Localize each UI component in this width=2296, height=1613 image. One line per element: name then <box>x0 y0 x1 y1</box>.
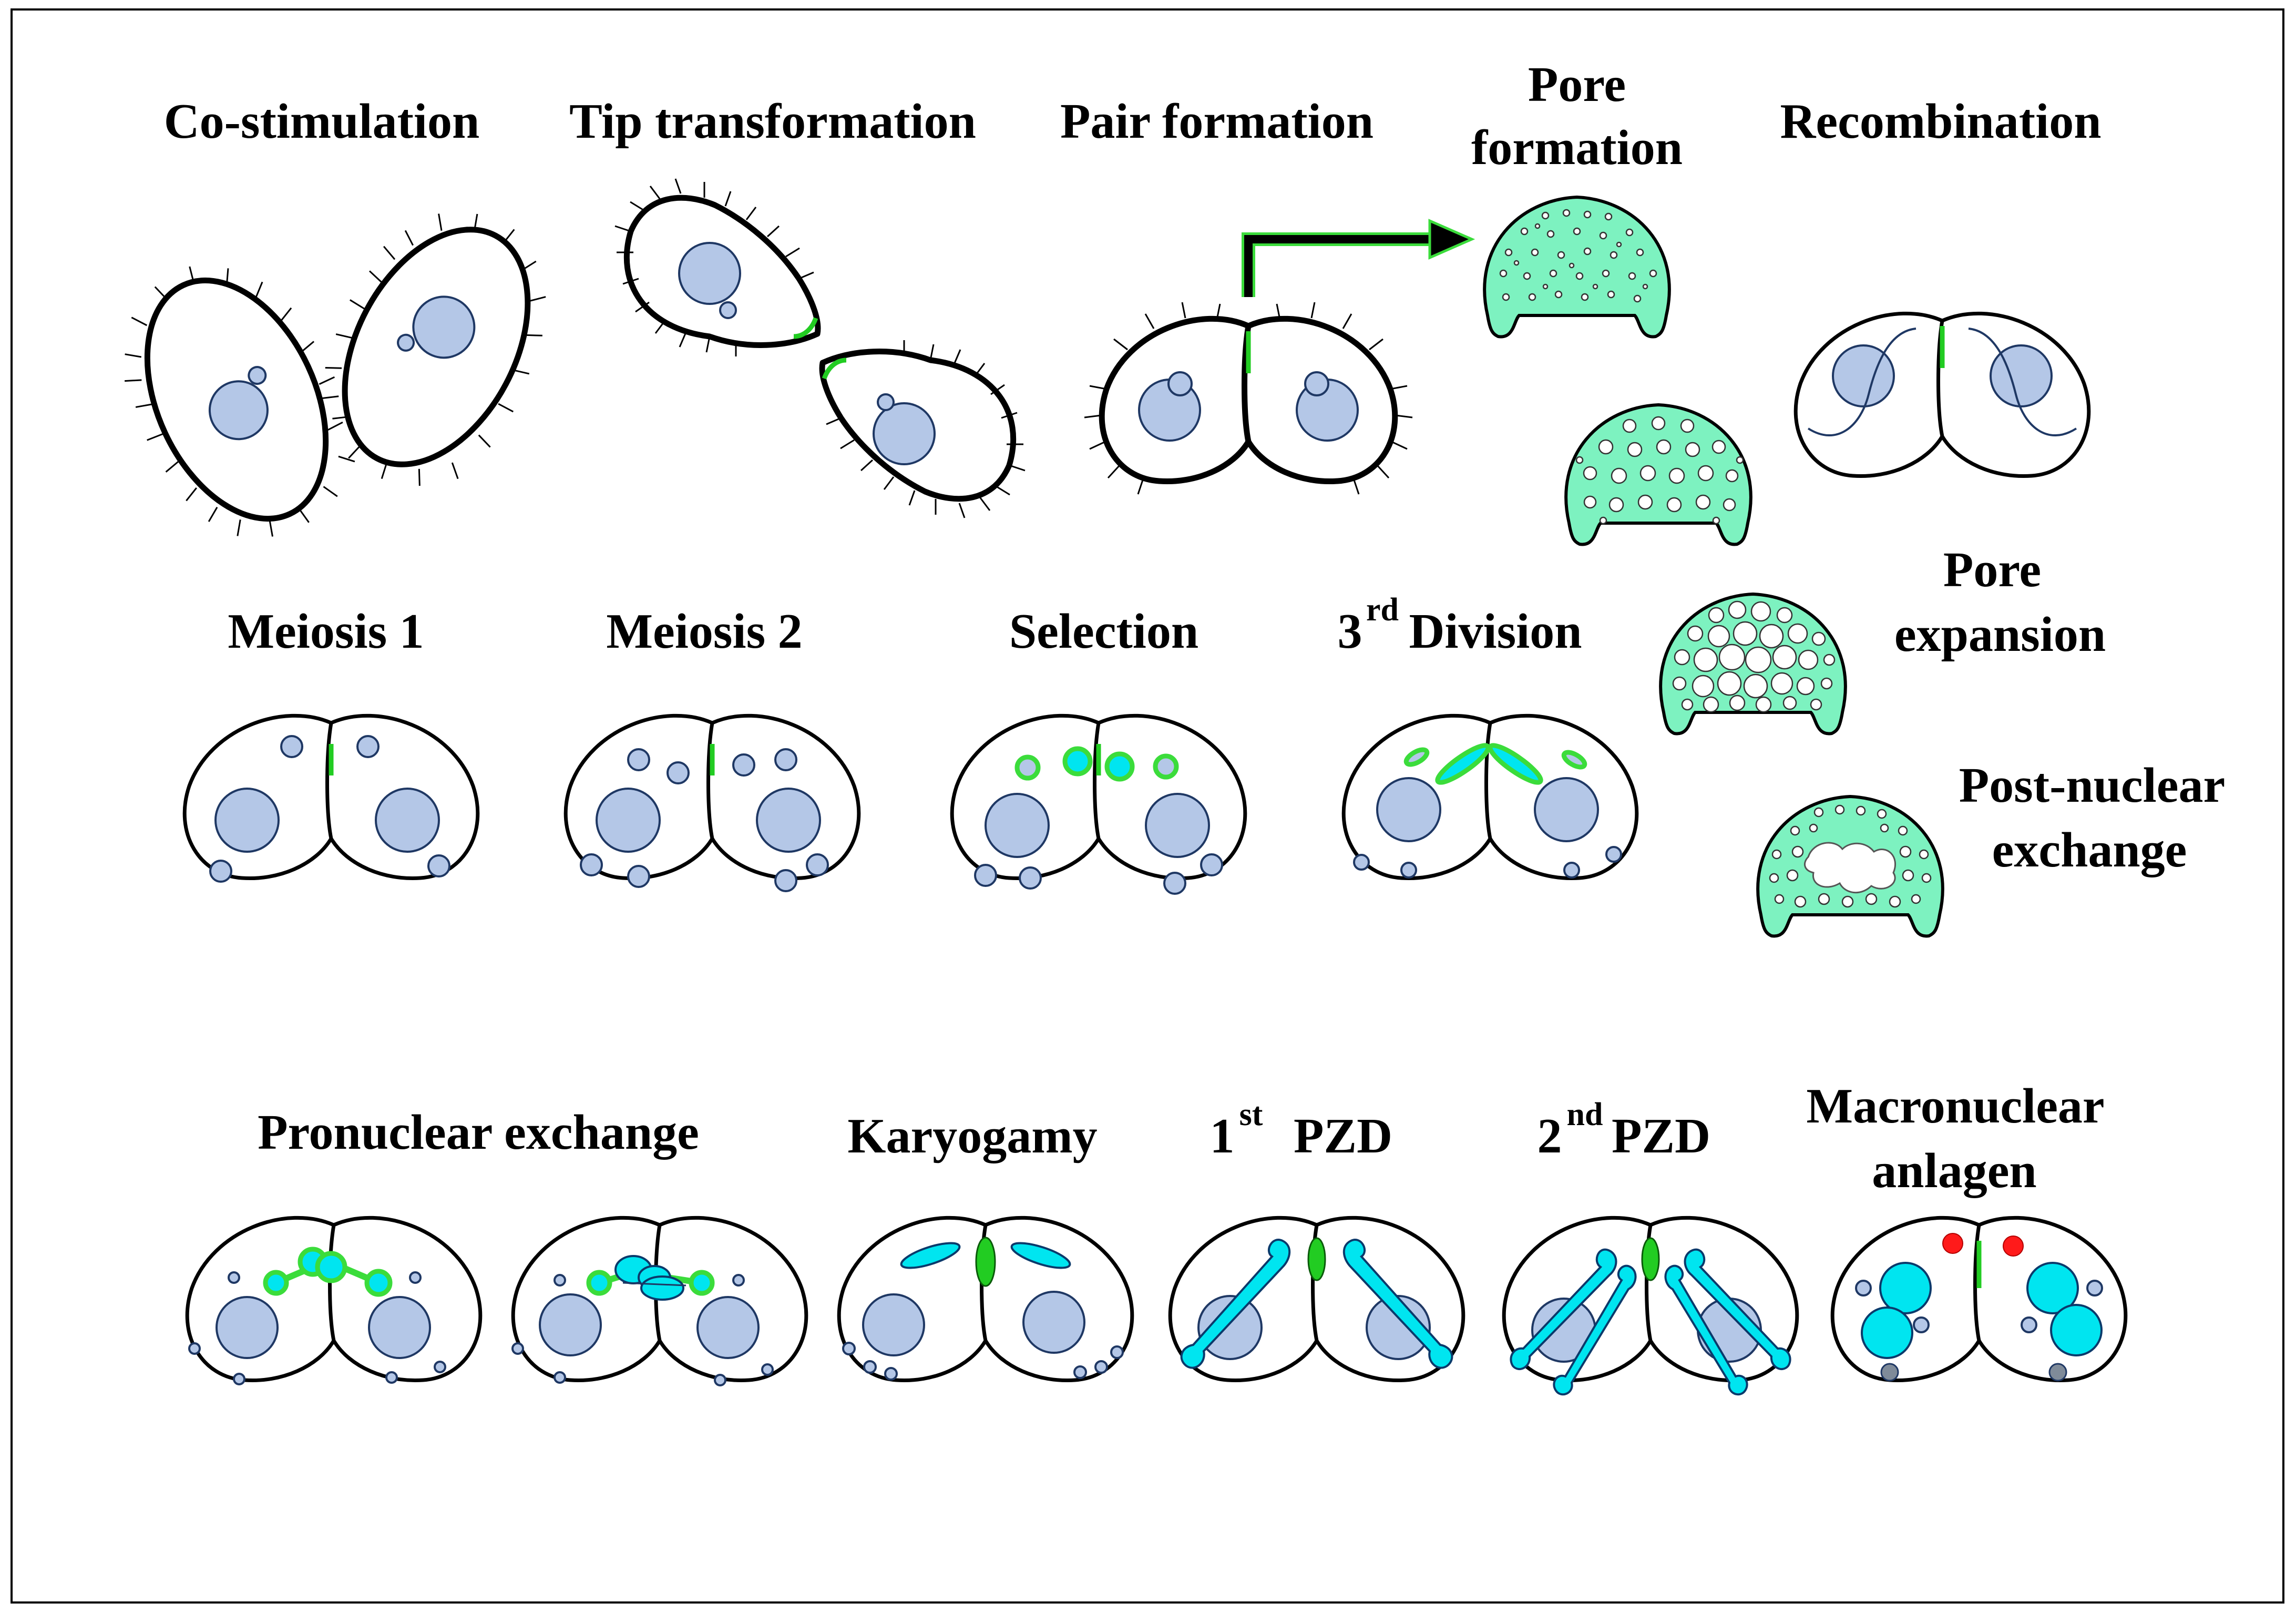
anlagen-marker-right <box>2003 1236 2024 1257</box>
label-selection: Selection <box>1009 604 1198 659</box>
label-co-stimulation: Co-stimulation <box>164 94 480 149</box>
label-third-division-sup: rd <box>1366 592 1399 628</box>
label-second-pzd-num: 2 <box>1538 1109 1562 1163</box>
label-recombination: Recombination <box>1780 94 2102 149</box>
first-pzd-cells <box>1170 1218 1463 1380</box>
label-post-nuclear-line2: exchange <box>1992 823 2187 877</box>
label-first-pzd-text: PZD <box>1294 1109 1392 1163</box>
recombination-cells <box>1796 313 2089 476</box>
pore-expansion-patch <box>1660 594 1846 733</box>
meiosis2-cells <box>566 716 859 892</box>
selection-cells <box>952 716 1245 895</box>
label-karyogamy: Karyogamy <box>847 1109 1097 1163</box>
pore-arrow <box>1242 219 1475 297</box>
third-division-cells <box>1344 716 1637 878</box>
macronuclear-anlagen-cells <box>1832 1218 2126 1381</box>
label-pore-expansion-line2: expansion <box>1894 607 2106 662</box>
meiosis1-cells <box>184 716 478 883</box>
label-tip-transformation: Tip transformation <box>569 94 976 149</box>
costim-cell-left <box>125 266 355 537</box>
karyogamy-cells <box>839 1218 1132 1380</box>
label-pronuclear-exchange: Pronuclear exchange <box>258 1105 699 1160</box>
pore-formation-patch <box>1484 197 1669 336</box>
label-third-division-num: 3 <box>1338 604 1362 659</box>
label-second-pzd-sup: nd <box>1567 1097 1603 1132</box>
pair-formation-cells <box>1084 302 1413 495</box>
label-pore-expansion-line1: Pore <box>1943 543 2041 597</box>
label-third-division-text: Division <box>1409 604 1582 659</box>
pore-growth-patch <box>1566 405 1751 544</box>
label-meiosis-1: Meiosis 1 <box>228 604 424 659</box>
pronuclear-exchange-b <box>512 1218 806 1386</box>
label-post-nuclear-line1: Post-nuclear <box>1959 758 2225 813</box>
label-pair-formation: Pair formation <box>1060 94 1374 149</box>
anlagen-marker-left <box>1942 1233 1963 1254</box>
second-pzd-cells <box>1504 1218 1797 1396</box>
label-pore-formation-line2: formation <box>1471 120 1683 175</box>
tip-cell-lower <box>819 340 1026 518</box>
label-macronuclear-line1: Macronuclear <box>1806 1079 2104 1134</box>
label-second-pzd-text: PZD <box>1612 1109 1710 1163</box>
label-first-pzd-num: 1 <box>1210 1109 1235 1163</box>
label-pore-formation-line1: Pore <box>1528 57 1626 112</box>
label-meiosis-2: Meiosis 2 <box>606 604 802 659</box>
label-first-pzd-sup: st <box>1239 1097 1263 1132</box>
label-macronuclear-line2: anlagen <box>1872 1144 2036 1198</box>
post-nuclear-patch <box>1758 797 1943 936</box>
tip-cell-upper <box>614 178 821 356</box>
costim-cell-right <box>322 213 546 486</box>
pronuclear-exchange-a <box>187 1218 480 1385</box>
